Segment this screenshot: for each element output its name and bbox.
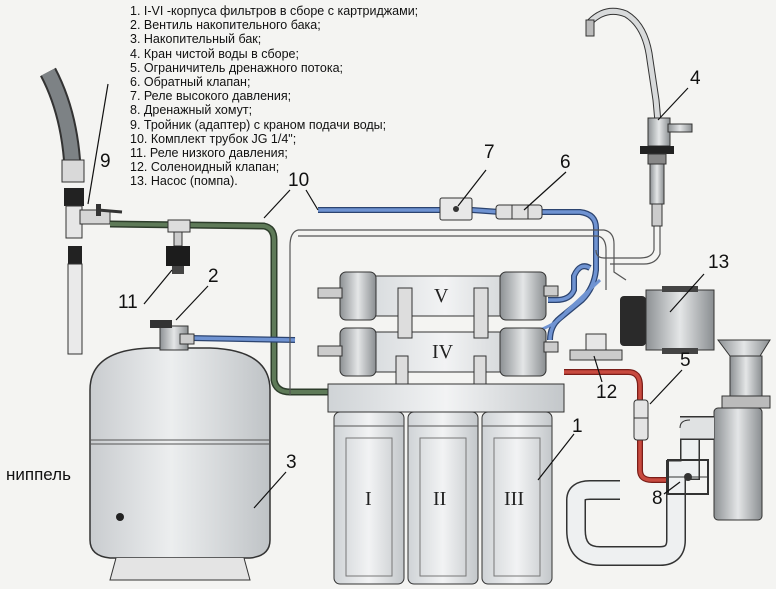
inlet-pipe: [39, 67, 85, 355]
legend-item: 5. Ограничитель дренажного потока;: [130, 60, 343, 75]
legend: 1. I-VI -корпуса фильтров в сборе с карт…: [130, 4, 418, 189]
low-pressure-switch: [166, 219, 191, 274]
leader-lines: [87, 83, 705, 509]
flow-restrictor: [633, 399, 649, 441]
prefilter-housings: [327, 383, 565, 585]
housing-label-iv: IV: [432, 341, 454, 363]
white-tubes: [289, 222, 661, 395]
legend-item: 11. Реле низкого давления;: [130, 146, 288, 161]
legend-item: 4. Кран чистой воды в сборе;: [130, 46, 299, 61]
membrane-clips: [395, 287, 489, 385]
legend-item: 6. Обратный клапан;: [130, 75, 251, 90]
faucet: [585, 7, 693, 227]
legend-item: 10. Комплект трубок JG 1/4";: [130, 131, 297, 146]
callout-12: 12: [596, 382, 618, 403]
storage-tank: [89, 320, 271, 581]
sink-drain: [566, 339, 771, 566]
callout-9: 9: [100, 151, 111, 172]
housing-v: [317, 271, 559, 321]
callout-11: 11: [118, 292, 138, 313]
callout-7: 7: [484, 142, 495, 163]
feed-valve-tee: [79, 204, 123, 225]
booster-pump: [620, 286, 715, 354]
housing-label-i: I: [365, 488, 372, 510]
housing-label-ii: II: [433, 488, 447, 510]
clean-water-tubes: [189, 207, 602, 343]
legend-item: 12. Соленоидный клапан;: [130, 160, 280, 175]
callout-13: 13: [708, 252, 730, 273]
high-pressure-switch: [439, 197, 473, 221]
legend-item: 2. Вентиль накопительного бака;: [130, 18, 321, 33]
callout-4: 4: [690, 68, 701, 89]
drain-saddle: [667, 459, 709, 495]
legend-item: 7. Реле высокого давления;: [130, 89, 292, 104]
housing-label-iii: III: [504, 488, 524, 510]
housing-iv: [317, 327, 559, 377]
solenoid-valve: [569, 333, 623, 361]
legend-item: 1. I-VI -корпуса фильтров в сборе с карт…: [130, 4, 419, 18]
callout-10: 10: [288, 170, 310, 191]
callout-6: 6: [560, 152, 571, 173]
legend-item: 9. Тройник (адаптер) с краном подачи вод…: [130, 117, 387, 132]
legend-item: 13. Насос (помпа).: [130, 174, 238, 189]
callout-8: 8: [652, 488, 663, 509]
housing-label-v: V: [434, 285, 449, 307]
callout-1: 1: [572, 416, 583, 437]
legend-item: 3. Накопительный бак;: [130, 32, 262, 47]
nipple-label: ниппель: [6, 465, 71, 484]
callout-2: 2: [208, 266, 219, 287]
callout-5: 5: [680, 350, 691, 371]
legend-item: 8. Дренажный хомут;: [130, 103, 253, 118]
callout-3: 3: [286, 452, 297, 473]
check-valve: [495, 204, 543, 220]
